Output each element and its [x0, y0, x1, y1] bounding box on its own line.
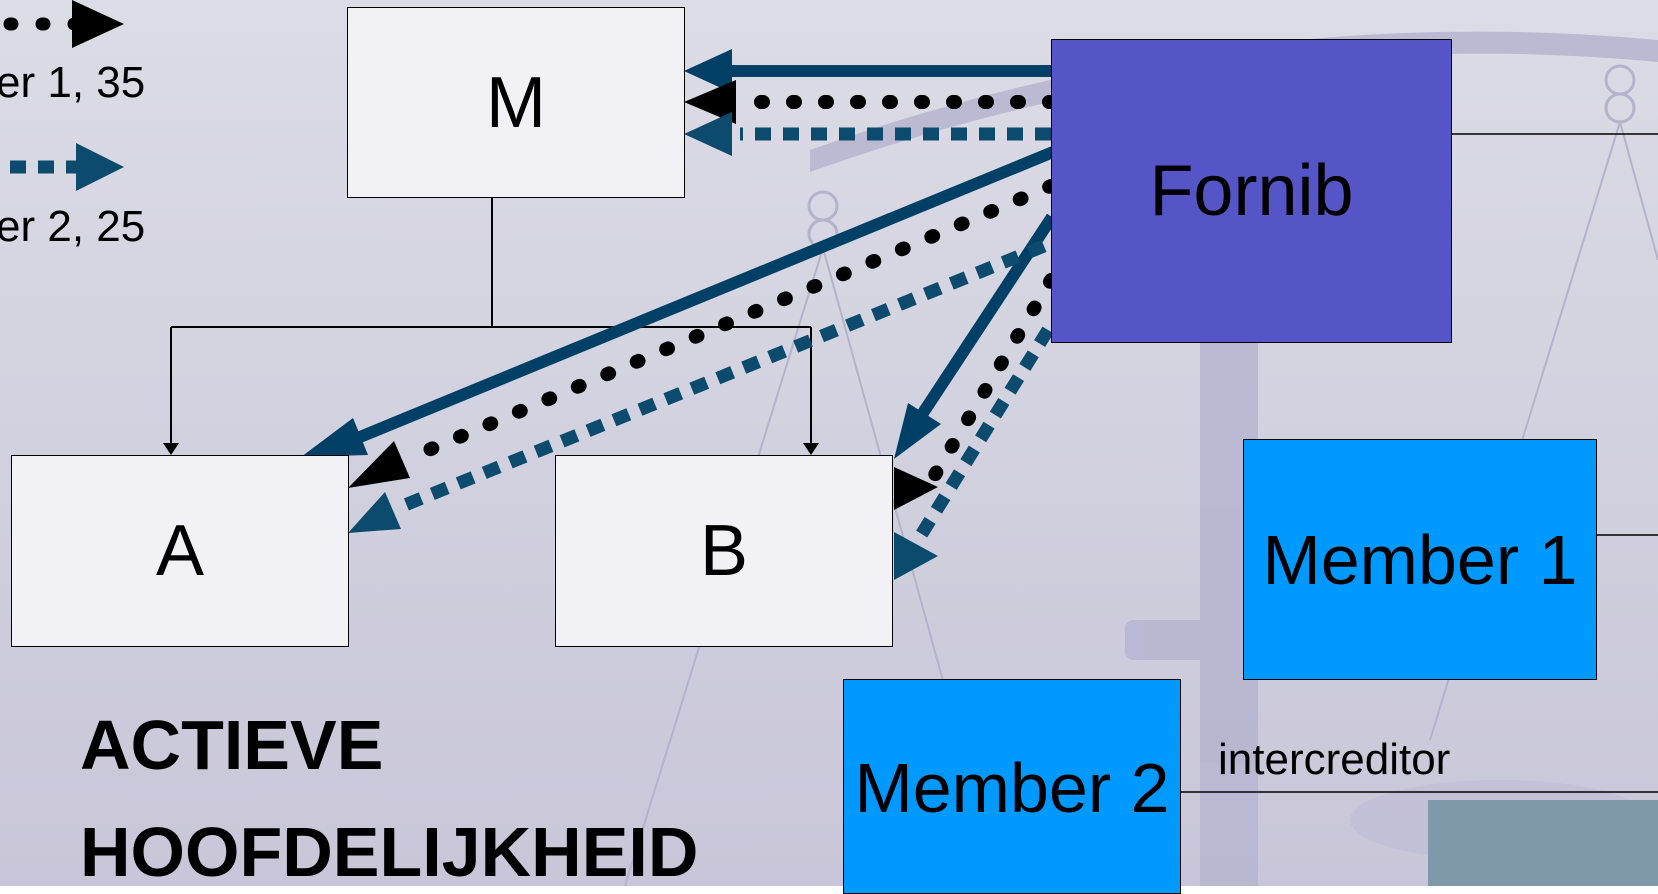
entity-label-member2: Member 2	[854, 749, 1170, 827]
intercreditor-label: intercreditor	[1218, 735, 1451, 784]
arrow-member1-to-b	[894, 273, 1058, 510]
arrow-member2-to-m	[684, 112, 1051, 156]
arrow-member2-to-b	[894, 326, 1054, 580]
arrowhead-to-b	[803, 443, 819, 455]
legend-label-member2: er 2, 25	[0, 202, 146, 251]
member2-arrows	[348, 112, 1054, 580]
legend-arrow-member2	[10, 143, 124, 191]
entity-box-member1: Member 1	[1243, 439, 1597, 680]
gray-panel	[1428, 800, 1658, 886]
ownership-tree	[170, 197, 812, 445]
entity-label-member1: Member 1	[1262, 520, 1578, 599]
entity-label-fornib: Fornib	[1149, 151, 1354, 231]
title-line2: HOOFDELIJKHEID	[80, 813, 699, 891]
fornib-arrows	[301, 49, 1058, 459]
arrow-fornib-to-a	[301, 146, 1056, 457]
entity-box-a: A	[11, 455, 349, 647]
arrow-member1-to-m	[684, 80, 1058, 124]
entity-box-m: M	[347, 7, 685, 198]
entity-box-member2: Member 2	[843, 679, 1181, 894]
arrowhead-to-a	[163, 443, 179, 455]
arrow-member1-to-a	[348, 179, 1058, 488]
arrow-member2-to-a	[348, 239, 1047, 533]
legend-arrow-member1	[3, 0, 124, 48]
title-line1: ACTIEVE	[80, 706, 384, 784]
entity-box-b: B	[555, 455, 893, 647]
entity-label-b: B	[699, 511, 749, 591]
legend-label-member1: er 1, 35	[0, 58, 146, 107]
entity-label-m: M	[486, 62, 546, 143]
entity-label-a: A	[155, 511, 205, 591]
member1-arrows	[348, 80, 1058, 510]
arrow-fornib-to-m	[684, 49, 1051, 93]
entity-box-fornib: Fornib	[1051, 39, 1452, 343]
